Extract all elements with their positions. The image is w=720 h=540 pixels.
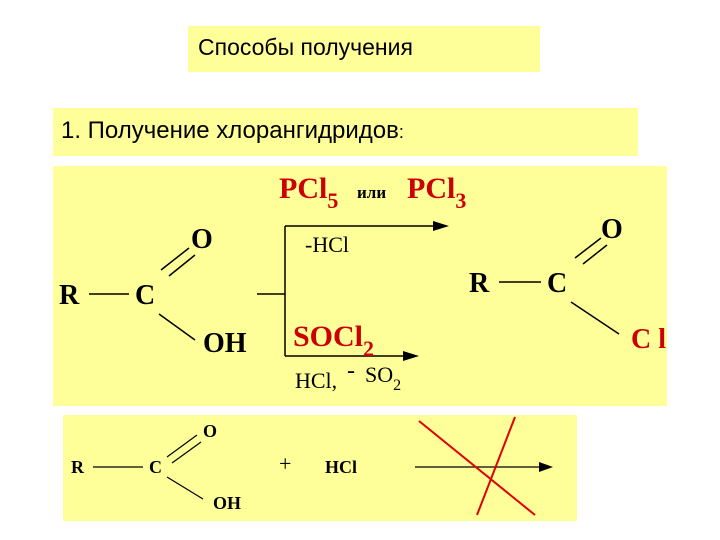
reactant-r: R xyxy=(59,280,80,311)
arrow-bottom-head xyxy=(403,351,419,361)
product-c: C xyxy=(547,268,567,299)
byproduct-hcl-bottom: HCl, xyxy=(295,368,337,393)
double-bond-a xyxy=(160,247,190,271)
cross-line-b xyxy=(476,416,516,516)
byproduct-hcl-top: -HCl xyxy=(305,232,349,257)
reactant-oh: OH xyxy=(203,328,247,359)
r2-plus: + xyxy=(279,451,291,476)
byproduct-so2: SO2 xyxy=(365,362,401,394)
r2-reactant-o: O xyxy=(203,421,217,441)
bond-c-oh xyxy=(158,313,196,341)
invalid-reaction-svg: R C O OH + HCl xyxy=(71,416,553,516)
reagent-pcl5: PCl5 xyxy=(279,172,338,213)
r2-reagent-hcl: HCl xyxy=(325,457,357,477)
r2-bond-c-oh xyxy=(166,476,204,500)
reagent-or: или xyxy=(357,183,386,202)
product-bond-c-cl xyxy=(570,301,620,335)
product-double-bond-b xyxy=(582,244,608,265)
heading-box: 1. Получение хлорангидридов: xyxy=(53,108,638,156)
title-box: Способы получения xyxy=(188,26,540,72)
byproduct-minus: - xyxy=(347,358,355,384)
r2-double-bond-b xyxy=(171,441,202,464)
heading-colon: : xyxy=(398,122,404,142)
heading-text: 1. Получение хлорангидридов xyxy=(61,117,399,144)
arrow-top-head xyxy=(433,221,449,231)
r2-reactant-c: C xyxy=(149,457,162,477)
reactant-o: O xyxy=(191,224,213,255)
r2-arrow-head xyxy=(539,462,553,472)
r2-reactant-oh: OH xyxy=(213,493,241,513)
product-double-bond-a xyxy=(574,237,602,259)
reactant-c: C xyxy=(135,280,155,311)
r2-reactant-r: R xyxy=(71,457,85,477)
cross-line-a xyxy=(418,420,536,516)
double-bond-b xyxy=(168,254,196,277)
page-title: Способы получения xyxy=(198,34,413,60)
section-heading: 1. Получение хлорангидридов: xyxy=(61,117,404,145)
product-r: R xyxy=(469,268,490,299)
reaction-scheme: R C O OH PCl5 или PCl3 -HCl SOCl2 HCl, -… xyxy=(53,166,667,406)
product-cl: C l xyxy=(631,324,666,355)
invalid-reaction: R C O OH + HCl xyxy=(63,415,577,521)
reagent-pcl3: PCl3 xyxy=(407,172,466,213)
product-o: O xyxy=(601,214,623,245)
r2-double-bond-a xyxy=(166,434,198,458)
reaction-scheme-svg: R C O OH PCl5 или PCl3 -HCl SOCl2 HCl, -… xyxy=(59,172,666,394)
reagent-socl2: SOCl2 xyxy=(293,320,374,361)
